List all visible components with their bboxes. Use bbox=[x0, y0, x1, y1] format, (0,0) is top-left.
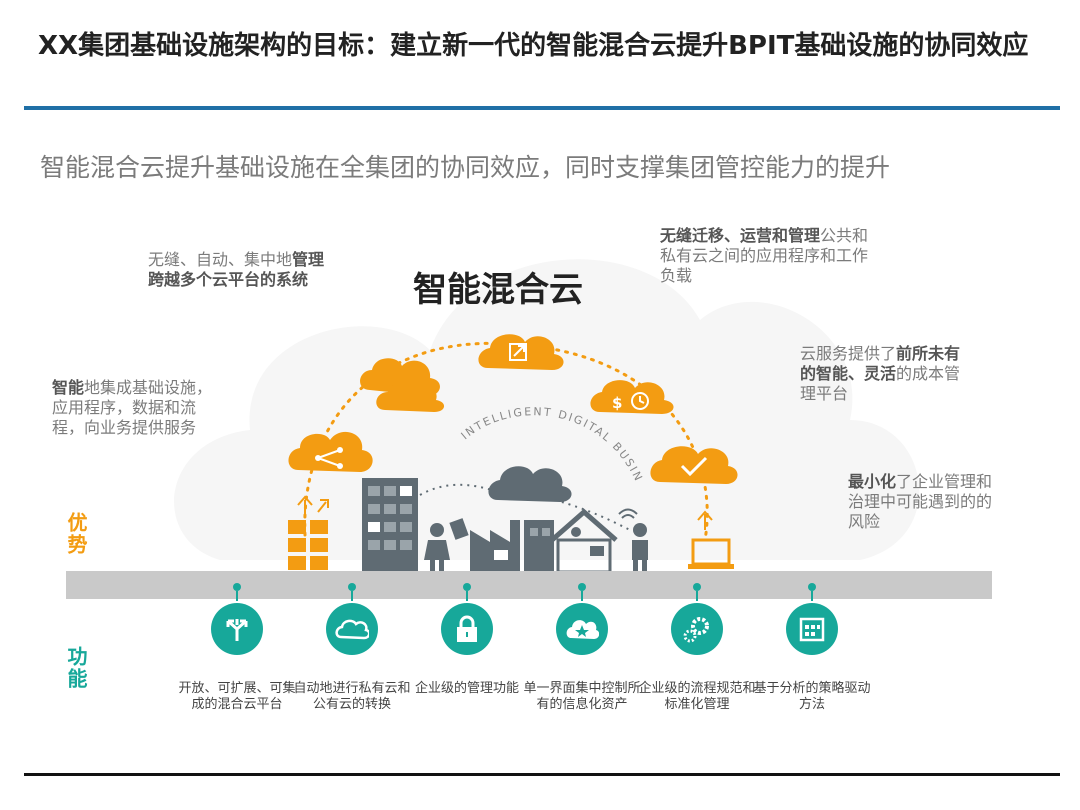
laptop-icon bbox=[688, 510, 734, 569]
cloud-icon bbox=[335, 619, 369, 640]
person-icon bbox=[424, 518, 469, 572]
cost-clock-cloud-icon: $ bbox=[590, 380, 674, 414]
page-title: XX集团基础设施架构的目标：建立新一代的智能混合云提升BPIT基础设施的协同效应 bbox=[38, 31, 1029, 61]
note-bottom-right: 最小化了企业管理和治理中可能遇到的的风险 bbox=[848, 472, 993, 531]
footer-divider bbox=[24, 773, 1060, 776]
note-left: 智能地集成基础设施，应用程序，数据和流程，向业务提供服务 bbox=[52, 378, 213, 437]
function-item: 企业级的管理功能 bbox=[407, 583, 527, 697]
platform-bar bbox=[66, 571, 992, 599]
office-chart-icon bbox=[524, 520, 554, 572]
calendar-grid-icon bbox=[799, 617, 825, 642]
page-subtitle: 智能混合云提升基础设施在全集团的协同效应，同时支撑集团管控能力的提升 bbox=[40, 153, 891, 182]
share-cloud-icon bbox=[288, 431, 373, 472]
office-building-icon bbox=[362, 478, 418, 572]
integration-boxes-icon bbox=[288, 495, 329, 570]
hybrid-cloud-label: 智能混合云 bbox=[413, 270, 583, 310]
note-top-right: 无缝迁移、运营和管理公共和私有云之间的应用程序和工作负载 bbox=[660, 226, 869, 285]
cloud-icon-left bbox=[360, 358, 445, 412]
gray-cloud-icon bbox=[488, 466, 572, 502]
gears-icon bbox=[683, 617, 709, 643]
lock-icon bbox=[457, 615, 477, 642]
arrow-cloud-icon bbox=[478, 334, 564, 370]
note-right: 云服务提供了前所未有的智能、灵活的成本管理平台 bbox=[800, 344, 961, 403]
function-item: 单一界面集中控制所有的信息化资产 bbox=[522, 583, 642, 713]
function-item: 企业级的流程规范和标准化管理 bbox=[637, 583, 757, 713]
function-item: 基于分析的策略驱动方法 bbox=[752, 583, 872, 713]
function-item: 开放、可扩展、可集成的混合云平台 bbox=[177, 583, 297, 713]
functions-label: 功能 bbox=[64, 646, 88, 690]
cloud-star-icon bbox=[566, 620, 599, 639]
function-item: 自动地进行私有云和公有云的转换 bbox=[292, 583, 412, 713]
advantages-label: 优势 bbox=[64, 512, 88, 556]
factory-icon bbox=[470, 520, 520, 572]
arrows-split-icon bbox=[226, 619, 248, 641]
note-top-left: 无缝、自动、集中地管理跨越多个云平台的系统 bbox=[148, 250, 325, 289]
title-divider bbox=[24, 106, 1060, 110]
svg-text:$: $ bbox=[612, 394, 622, 412]
mobile-user-icon bbox=[618, 508, 648, 572]
background-cloud bbox=[174, 259, 920, 560]
check-cloud-icon bbox=[650, 446, 738, 484]
